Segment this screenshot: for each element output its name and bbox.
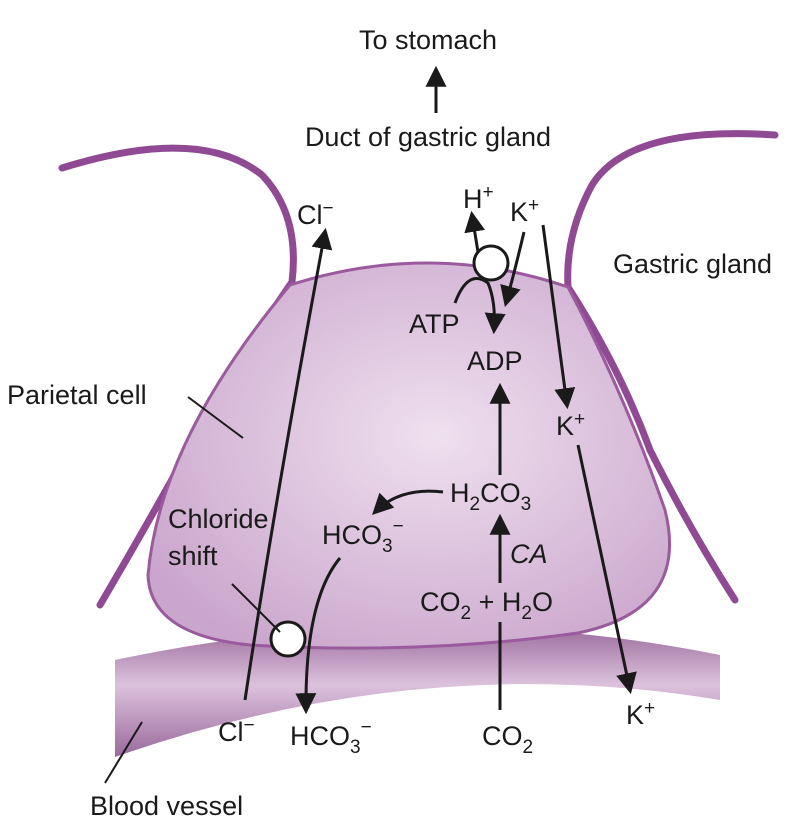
hco3-blood-label: HCO3−: [290, 717, 372, 758]
hco3-cell-label: HCO3−: [322, 516, 404, 557]
hco3-cell-base: HCO: [322, 520, 382, 550]
h2co3-label: H2CO3: [450, 478, 531, 515]
parietal-cell-label: Parietal cell: [7, 380, 147, 410]
k-ion-blood-charge: +: [644, 698, 655, 719]
cl-ion-blood: Cl−: [218, 715, 255, 747]
carbonic-anhydrase-label: CA: [510, 539, 548, 569]
cl-ion-blood-base: Cl: [218, 717, 244, 747]
co2h2o-sub1: 2: [461, 603, 472, 624]
h-k-atpase-pump: [472, 244, 510, 282]
parietal-cell-body: [146, 261, 671, 650]
parietal-cell-leader: [187, 396, 244, 439]
h2co3-h: H: [450, 478, 470, 508]
h-ion: H+: [463, 182, 494, 214]
co2h2o-co: CO: [420, 587, 461, 617]
h2co3-sub1: 2: [470, 494, 481, 515]
hco3-blood-base: HCO: [290, 721, 350, 751]
k-ion-blood-base: K: [626, 700, 644, 730]
h-ion-charge: +: [483, 182, 494, 203]
blood-vessel-leader: [104, 721, 143, 784]
k-ion-blood: K+: [626, 698, 655, 730]
cl-ion-top-base: Cl: [297, 200, 323, 230]
chloride-shift-leader: [231, 583, 281, 633]
arrow-h-plus-pump: [464, 210, 486, 253]
to-stomach-label: To stomach: [359, 25, 497, 55]
hco3-blood-sub: 3: [350, 737, 361, 758]
cl-ion-top: Cl−: [297, 198, 334, 230]
chloride-shift-label-line2: shift: [168, 541, 218, 571]
h2co3-sub2: 3: [521, 494, 532, 515]
co2h2o-o: O: [532, 587, 553, 617]
k-ion-mid: K+: [556, 409, 585, 441]
arrow-k-plus-leak: [541, 224, 576, 410]
h2co3-co: CO: [480, 478, 521, 508]
k-ion-mid-charge: +: [574, 409, 585, 430]
chloride-shift-label-line1: Chloride: [168, 504, 269, 534]
arrow-k-to-blood: [576, 444, 637, 695]
hco3-cell-sub: 3: [382, 536, 393, 557]
co2-blood-label: CO2: [482, 721, 533, 758]
arrow-atp-to-adp: [453, 277, 506, 335]
blood-vessel-label: Blood vessel: [90, 791, 243, 819]
cl-ion-top-charge: −: [323, 198, 334, 219]
blood-vessel: [115, 626, 720, 757]
arrow-h2co3-to-hco3: [372, 489, 444, 515]
k-ion-top-charge: +: [528, 195, 539, 216]
cl-ion-blood-charge: −: [244, 715, 255, 736]
k-ion-top-base: K: [510, 197, 528, 227]
adp-label: ADP: [467, 346, 523, 376]
hco3-blood-charge: −: [361, 717, 372, 738]
arrows: [243, 65, 637, 715]
co2h2o-sub2: 2: [521, 603, 532, 624]
co2-blood-base: CO: [482, 721, 523, 751]
k-ion-top: K+: [510, 195, 539, 227]
atp-label: ATP: [409, 309, 460, 339]
co2-h2o-label: CO2 + H2O: [420, 587, 553, 624]
duct-label: Duct of gastric gland: [305, 122, 551, 152]
k-ion-mid-base: K: [556, 411, 574, 441]
co2h2o-plus-h: + H: [471, 587, 521, 617]
gastric-gland-label: Gastric gland: [613, 249, 772, 279]
h-ion-base: H: [463, 184, 483, 214]
arrow-hco3-to-blood: [295, 557, 342, 715]
hco3-cell-charge: −: [393, 516, 404, 537]
co2-blood-sub: 2: [523, 737, 534, 758]
arrow-cl-secretion: [243, 227, 333, 701]
arrow-k-plus-pump: [500, 231, 526, 308]
